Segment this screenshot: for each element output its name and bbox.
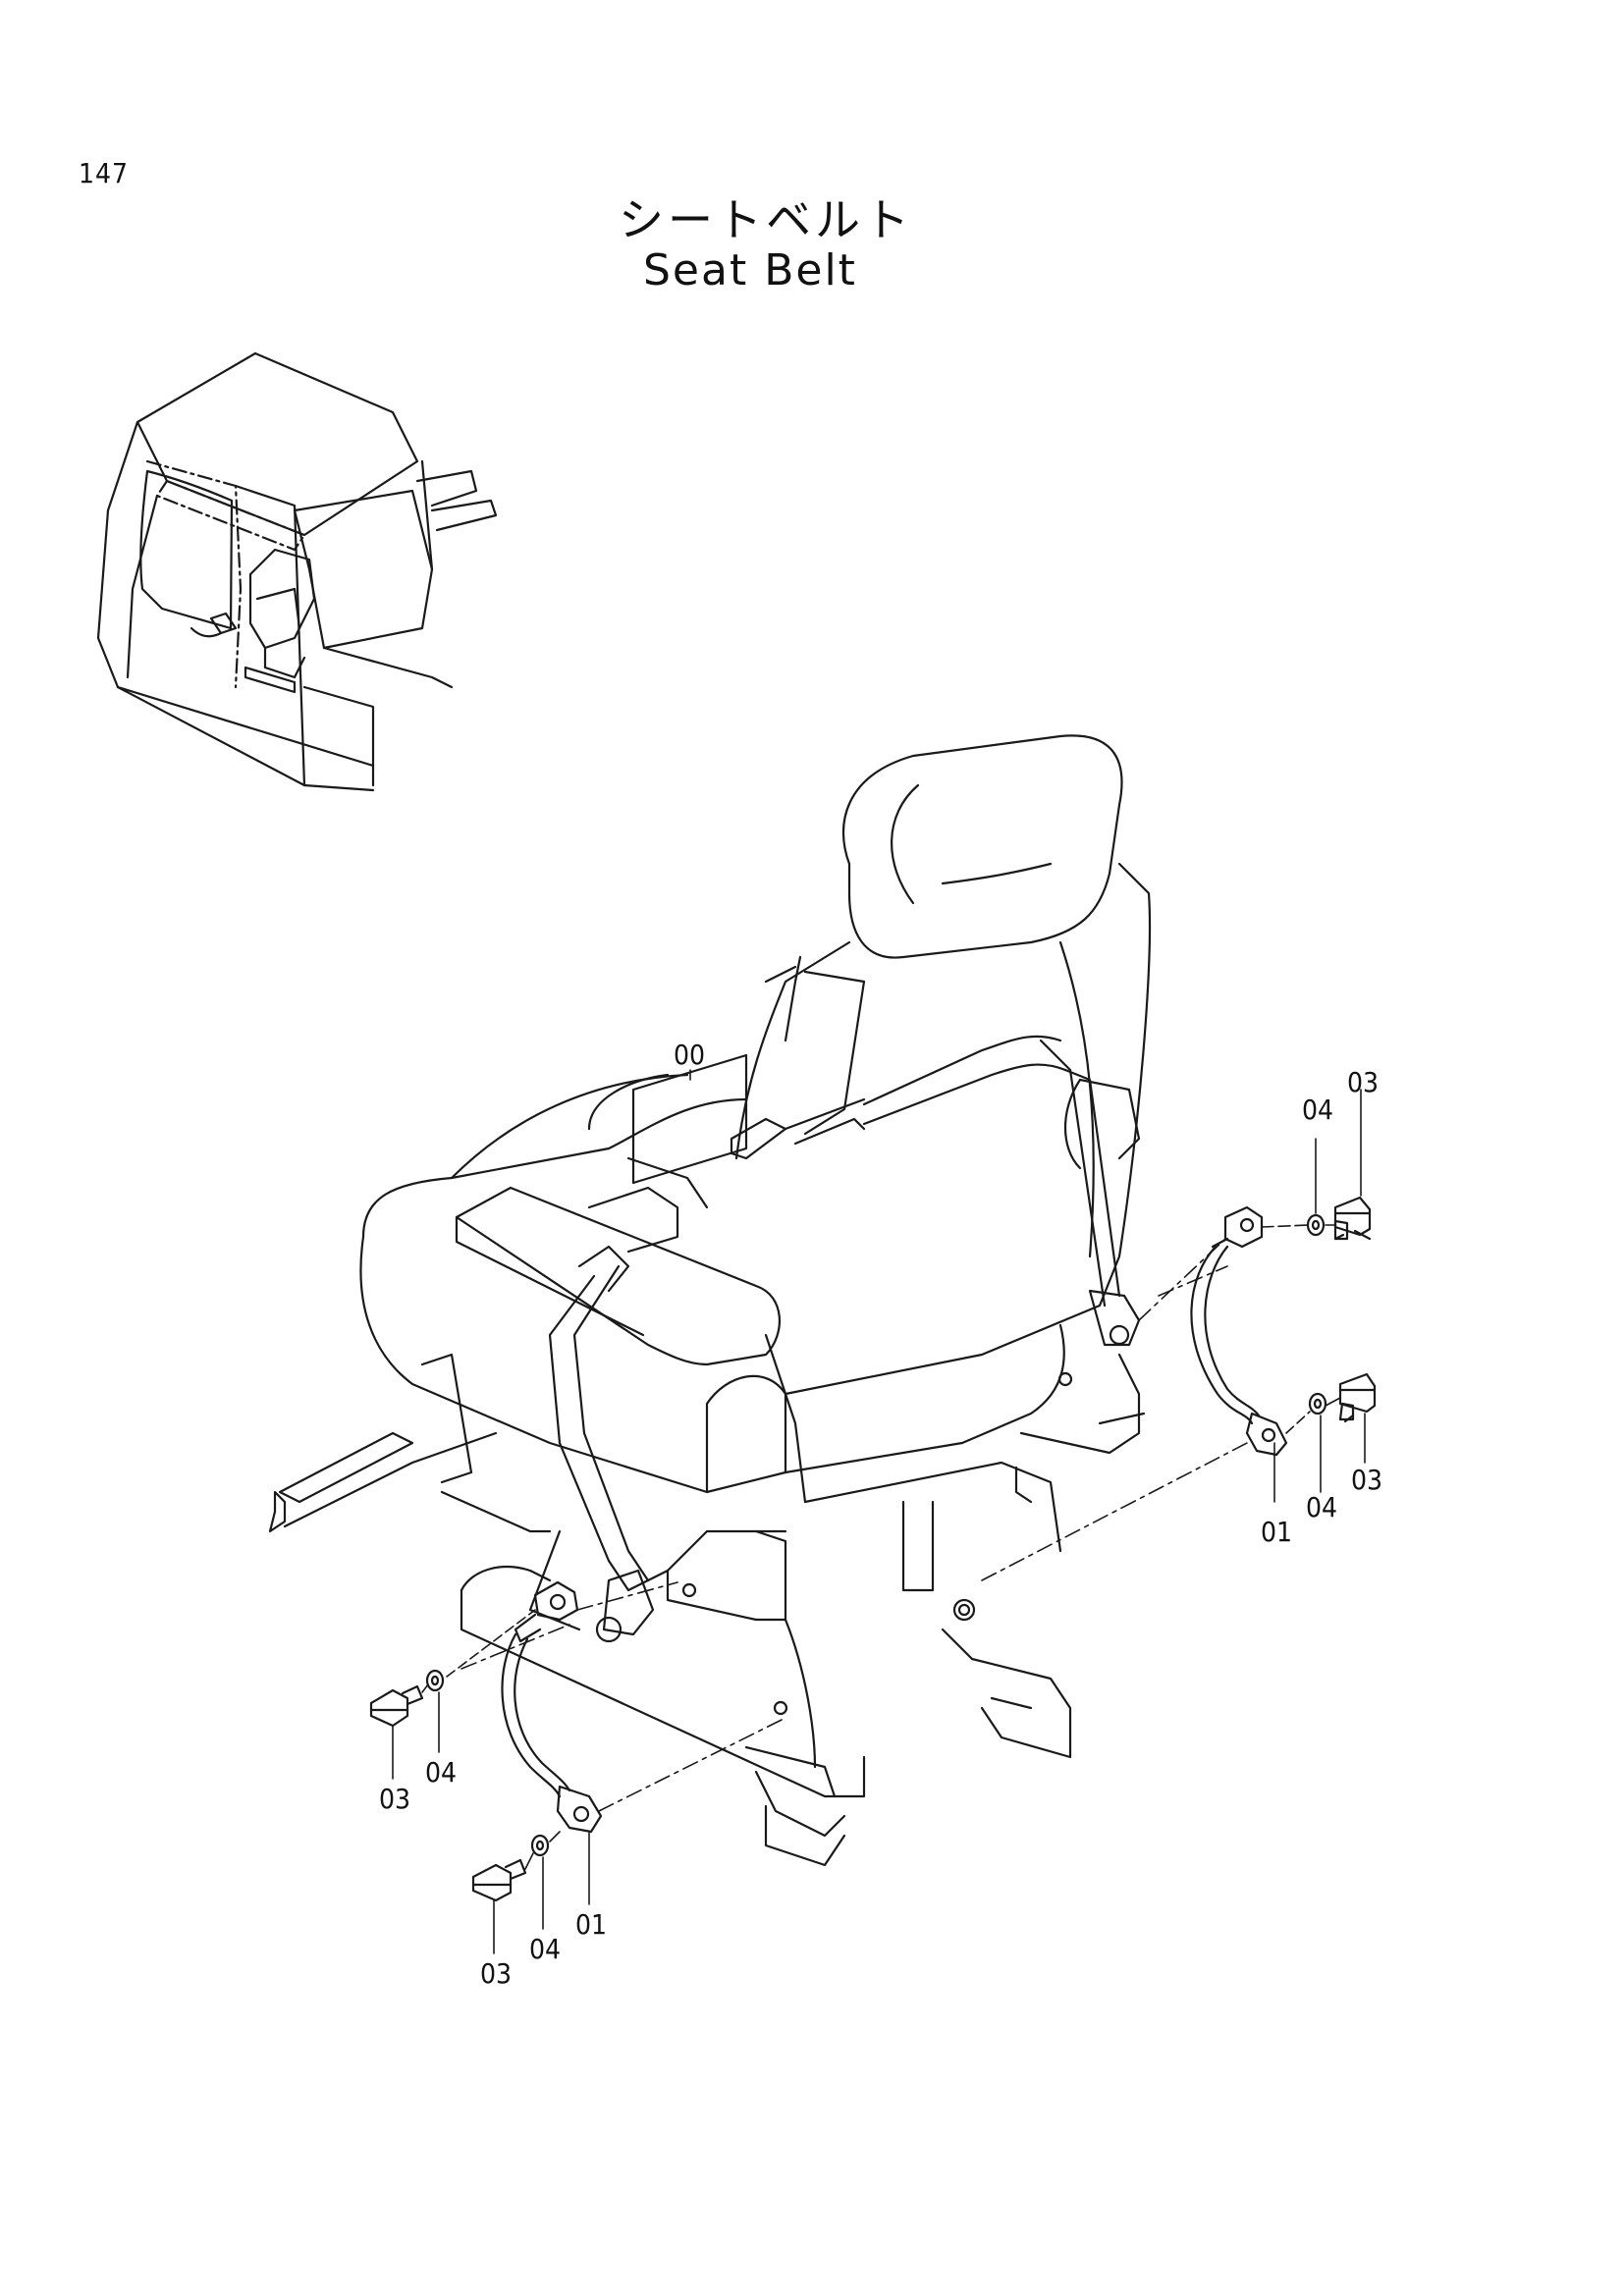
callout-03-right: 03 bbox=[1351, 1464, 1382, 1496]
callout-00: 00 bbox=[674, 1039, 705, 1071]
cab-inset-illustration bbox=[96, 351, 498, 792]
right-side-hardware bbox=[981, 1089, 1377, 1581]
callout-04-right: 04 bbox=[1306, 1491, 1337, 1523]
title-english: Seat Belt bbox=[643, 245, 857, 295]
page-number: 147 bbox=[79, 157, 130, 189]
callout-01-bottom-left: 01 bbox=[575, 1908, 607, 1941]
seat-assembly bbox=[268, 734, 1152, 1867]
callout-04-left: 04 bbox=[425, 1756, 457, 1789]
callout-03-bottom-left: 03 bbox=[480, 1957, 512, 1990]
callout-labels: 00 04 03 01 04 03 03 04 03 04 01 bbox=[379, 1039, 1382, 1990]
left-side-hardware bbox=[369, 1069, 786, 1954]
callout-01-right: 01 bbox=[1261, 1516, 1292, 1548]
callout-03-left: 03 bbox=[379, 1783, 410, 1815]
callout-04-bottom-left: 04 bbox=[529, 1933, 561, 1965]
callout-04-top-right: 04 bbox=[1302, 1094, 1333, 1126]
title-japanese: シートベルト bbox=[619, 193, 913, 246]
callout-03-top-right: 03 bbox=[1347, 1066, 1379, 1098]
